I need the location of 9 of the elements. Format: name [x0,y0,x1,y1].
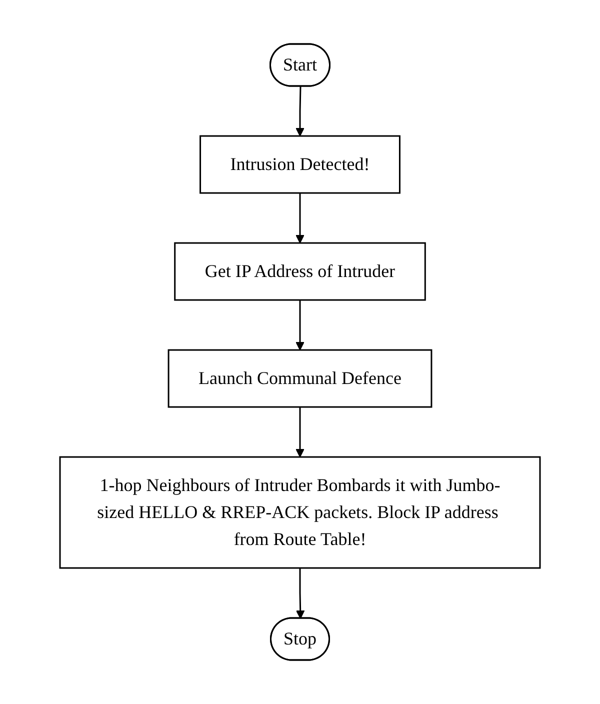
arrow [296,193,304,244]
node-box: Intrusion Detected! [200,135,400,194]
node-box: Get IP Address of Intruder [174,242,426,301]
node-box: Launch Communal Defence [168,349,432,408]
arrow [296,300,304,350]
arrow [296,568,305,619]
node-box: 1-hop Neighbours of Intruder Bombards it with Jumbo-sized HELLO & RREP-ACK packets. Block IP address from Route Table! [59,456,541,569]
arrow [296,86,304,136]
arrow [296,407,304,458]
